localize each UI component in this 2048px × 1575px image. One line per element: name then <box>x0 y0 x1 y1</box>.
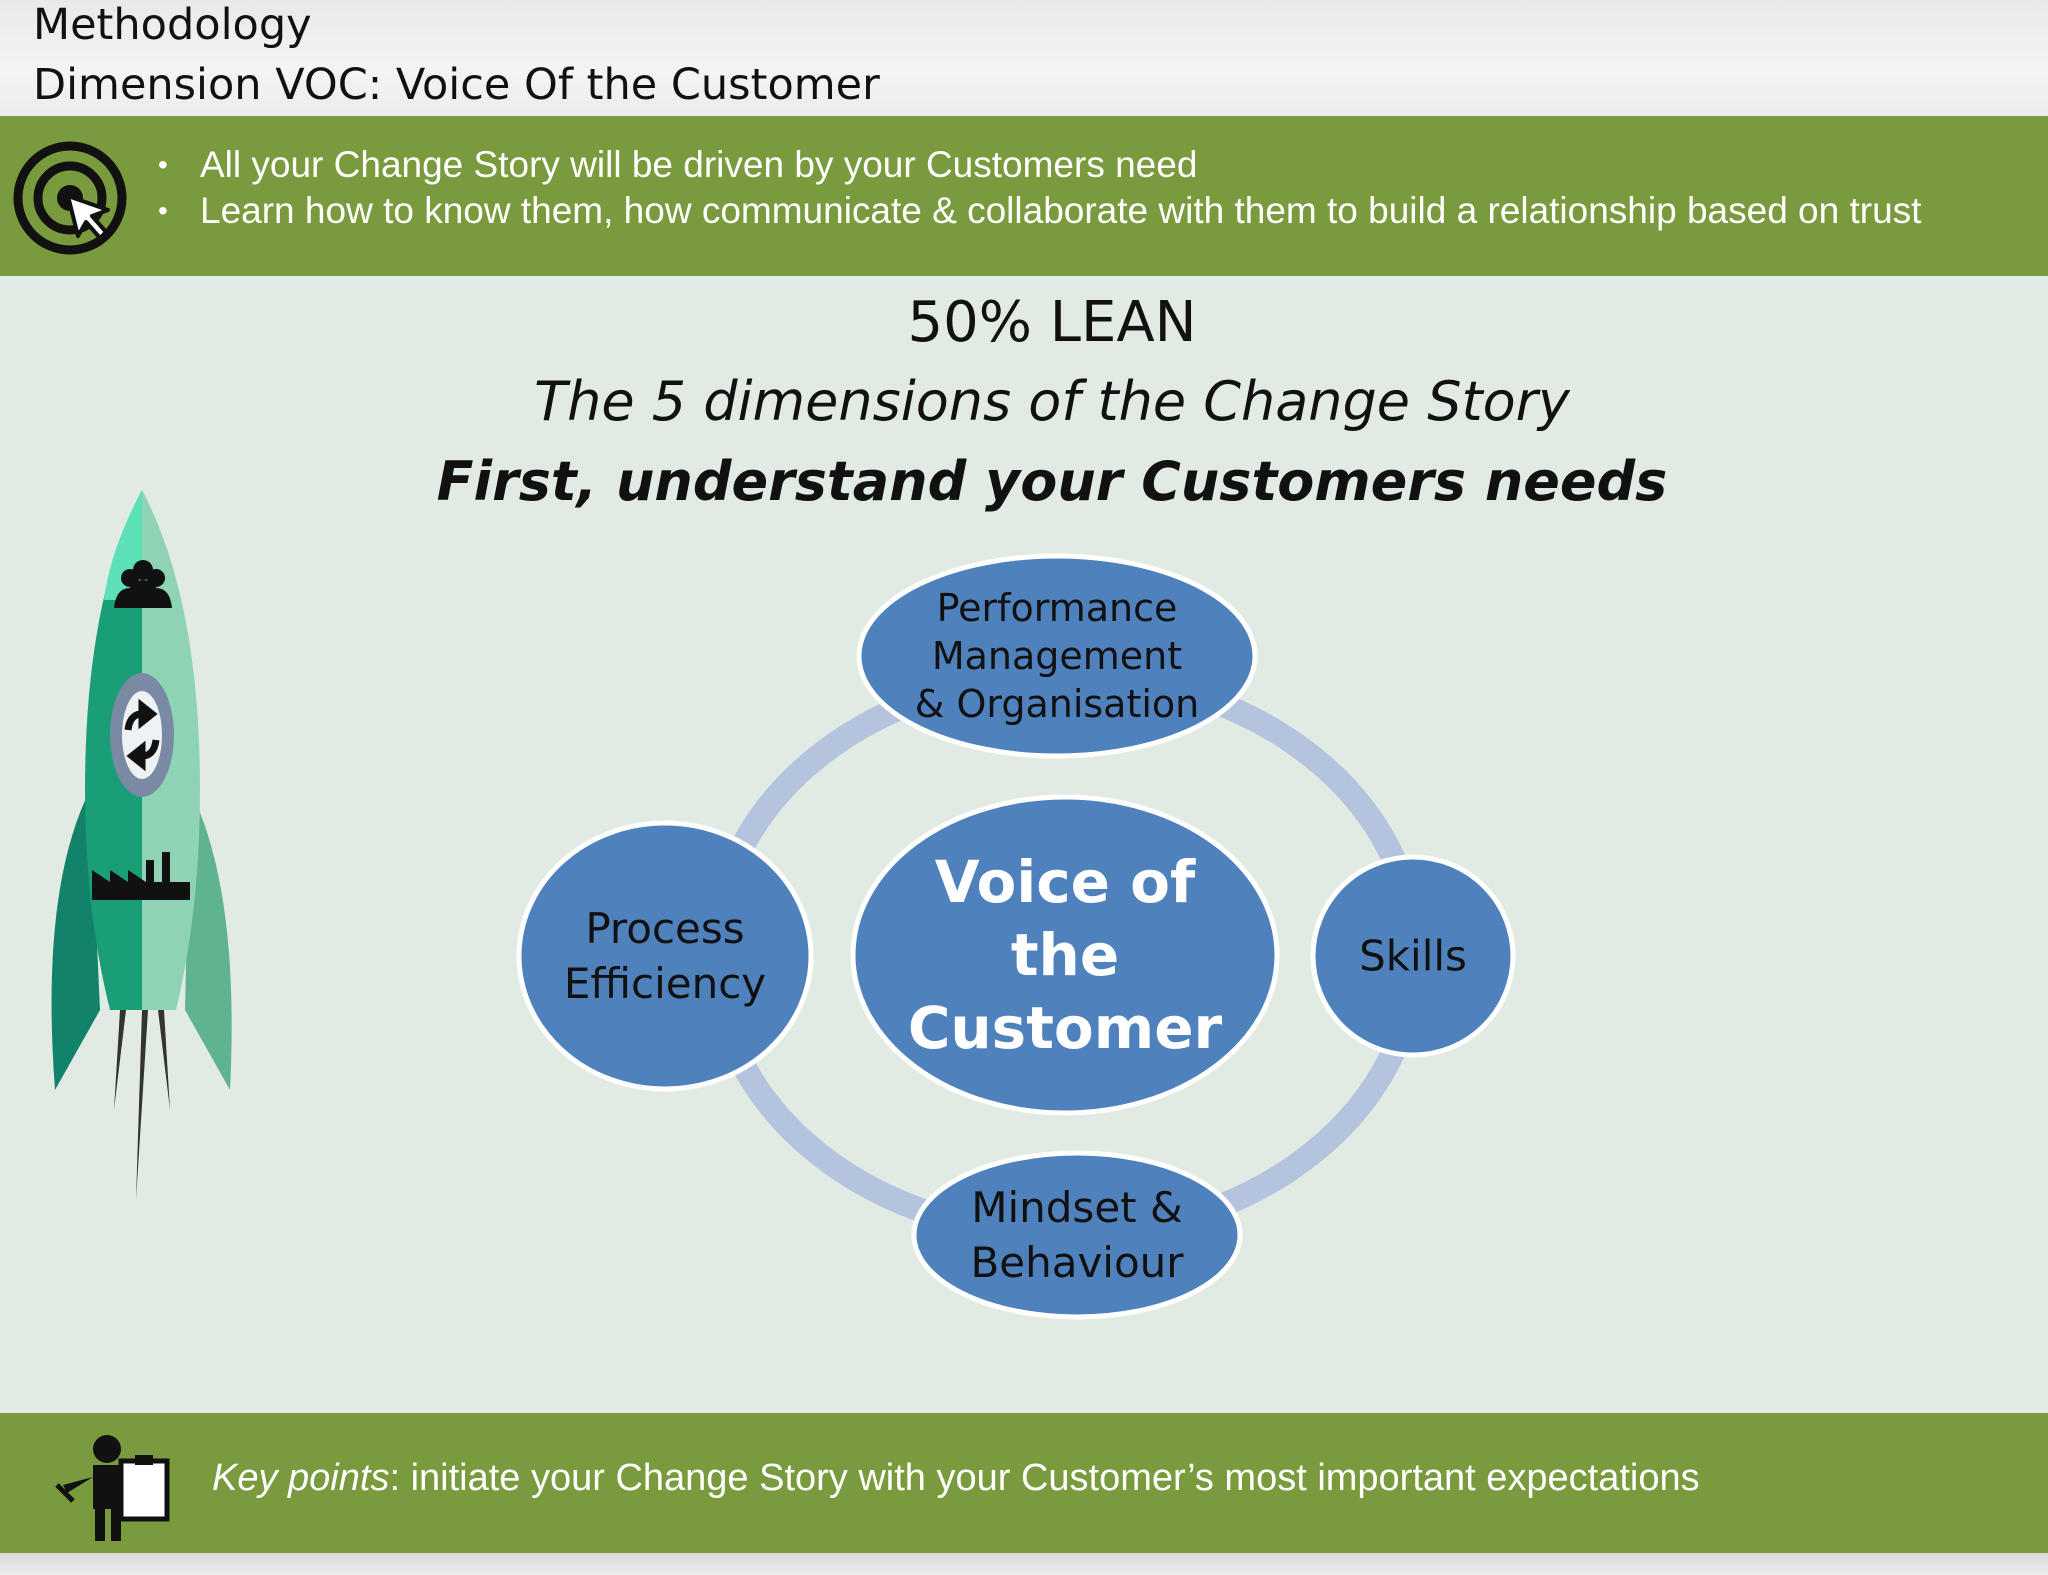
node-left <box>516 820 814 1092</box>
node-right <box>1310 854 1516 1058</box>
node-right-label: Skills <box>1359 932 1467 981</box>
target-cursor-icon <box>13 141 127 255</box>
intro-bullet: • Learn how to know them, how communicate… <box>150 188 1921 234</box>
node-left-label: Efficiency <box>564 959 766 1008</box>
factory-icon <box>92 852 190 900</box>
intro-bullet-text: All your Change Story will be driven by … <box>200 144 1198 185</box>
bullet-dot: • <box>158 195 168 226</box>
rocket-illustration <box>51 490 232 1200</box>
intro-bullet-list: • All your Change Story will be driven by… <box>150 142 1921 234</box>
node-bottom-label: Behaviour <box>970 1238 1184 1287</box>
header-subtitle: Dimension VOC: Voice Of the Customer <box>33 60 880 110</box>
bullet-dot: • <box>158 149 168 180</box>
person-clipboard-icon <box>55 1435 170 1541</box>
footer-strip <box>0 1553 2048 1575</box>
node-top <box>856 553 1258 759</box>
rocket-flame <box>158 1010 170 1110</box>
rocket-flame <box>114 1010 126 1110</box>
node-left-label: Process <box>585 904 744 953</box>
intro-bullet: • All your Change Story will be driven by… <box>150 142 1921 188</box>
node-center-label: Customer <box>908 994 1223 1062</box>
node-top-label: Management <box>932 634 1182 678</box>
key-points-label: Key points <box>212 1457 390 1499</box>
node-top-label: Performance <box>937 586 1178 630</box>
node-bottom <box>911 1150 1243 1320</box>
slide-header: Methodology Dimension VOC: Voice Of the … <box>0 0 2048 116</box>
node-center-label: the <box>1011 921 1119 989</box>
node-center-label: Voice of <box>935 848 1196 916</box>
node-top-label: & Organisation <box>915 682 1200 726</box>
slide-title: 50% LEAN <box>907 290 1197 355</box>
key-points-body: : initiate your Change Story with your C… <box>389 1457 1700 1499</box>
refresh-cycle-icon <box>124 698 160 772</box>
slide-tagline: First, understand your Customers needs <box>436 450 1668 513</box>
rocket-flame <box>136 1010 148 1200</box>
node-center <box>850 794 1280 1116</box>
slide-subtitle: The 5 dimensions of the Change Story <box>534 370 1570 433</box>
key-points-band: Key points: initiate your Change Story w… <box>0 1413 2048 1553</box>
people-group-icon <box>114 560 172 608</box>
intro-band: • All your Change Story will be driven by… <box>0 116 2048 276</box>
intro-bullet-text: Learn how to know them, how communicate … <box>200 190 1922 231</box>
node-bottom-label: Mindset & <box>971 1183 1182 1232</box>
header-title: Methodology <box>33 0 312 50</box>
key-points-text: Key points: initiate your Change Story w… <box>212 1457 1700 1500</box>
